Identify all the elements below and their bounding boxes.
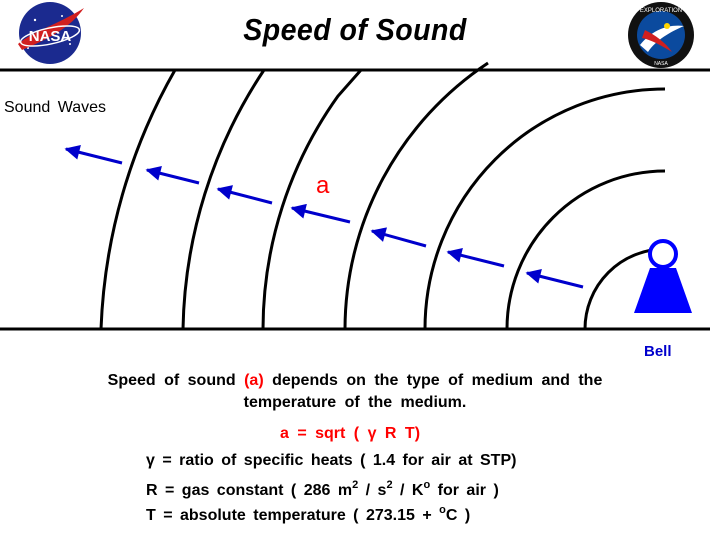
arrow-3 [370, 227, 427, 248]
gas-constant-tail: for air ) [437, 482, 499, 499]
wave-front-7 [99, 69, 177, 330]
description-text-end: depends on the type of medium and the [272, 372, 603, 389]
exponent-m: 2 [352, 479, 359, 491]
gamma-definition: γ = ratio of specific heats ( 1.4 for ai… [146, 452, 517, 469]
wave-fronts [99, 61, 666, 330]
description-symbol: (a) [244, 372, 264, 389]
svg-text:EXPLORATION: EXPLORATION [640, 8, 682, 14]
speed-formula: a = sqrt ( γ R T) [280, 425, 421, 442]
bell-icon [634, 239, 692, 313]
wave-front-2 [505, 169, 666, 330]
wave-front-3 [423, 87, 666, 330]
page-title: Speed of Sound [243, 12, 467, 47]
arrow-7 [64, 144, 123, 165]
svg-text:NASA: NASA [654, 61, 668, 67]
arrow-1 [525, 268, 584, 289]
temperature-unit: C ) [445, 507, 471, 524]
speed-symbol-label: a [316, 172, 330, 199]
propagation-arrows [64, 144, 584, 289]
svg-text:NASA: NASA [29, 28, 72, 45]
gas-constant-per-s: / s [365, 482, 387, 499]
arrow-4 [290, 203, 351, 224]
wave-front-4 [343, 61, 489, 330]
temperature-text: T = absolute temperature ( 273.15 + [146, 507, 432, 524]
description-line-1: Speed of sound (a) depends on the type o… [0, 370, 710, 392]
description-text-start: Speed of sound [107, 372, 236, 389]
description-line-2: temperature of the medium. [243, 394, 467, 411]
gas-constant-text: R = gas constant ( 286 m [146, 482, 353, 499]
arrow-5 [216, 185, 273, 205]
arrow-2 [446, 247, 505, 268]
nasa-logo: NASA [18, 2, 84, 64]
exponent-s: 2 [386, 479, 393, 491]
gas-constant-definition: R = gas constant ( 286 m2 / s2 / Ko for … [146, 479, 499, 500]
temperature-degree: o [439, 504, 446, 516]
temperature-definition: T = absolute temperature ( 273.15 + oC ) [146, 504, 471, 525]
wave-front-5 [261, 69, 363, 330]
bell-label: Bell [644, 343, 672, 360]
sound-waves-label: Sound Waves [4, 99, 107, 116]
gas-constant-per-k: / K [400, 482, 424, 499]
degree-symbol: o [423, 479, 431, 491]
wave-front-6 [181, 69, 266, 330]
exploration-logo: EXPLORATION NASA [628, 2, 694, 68]
arrow-6 [145, 165, 200, 185]
